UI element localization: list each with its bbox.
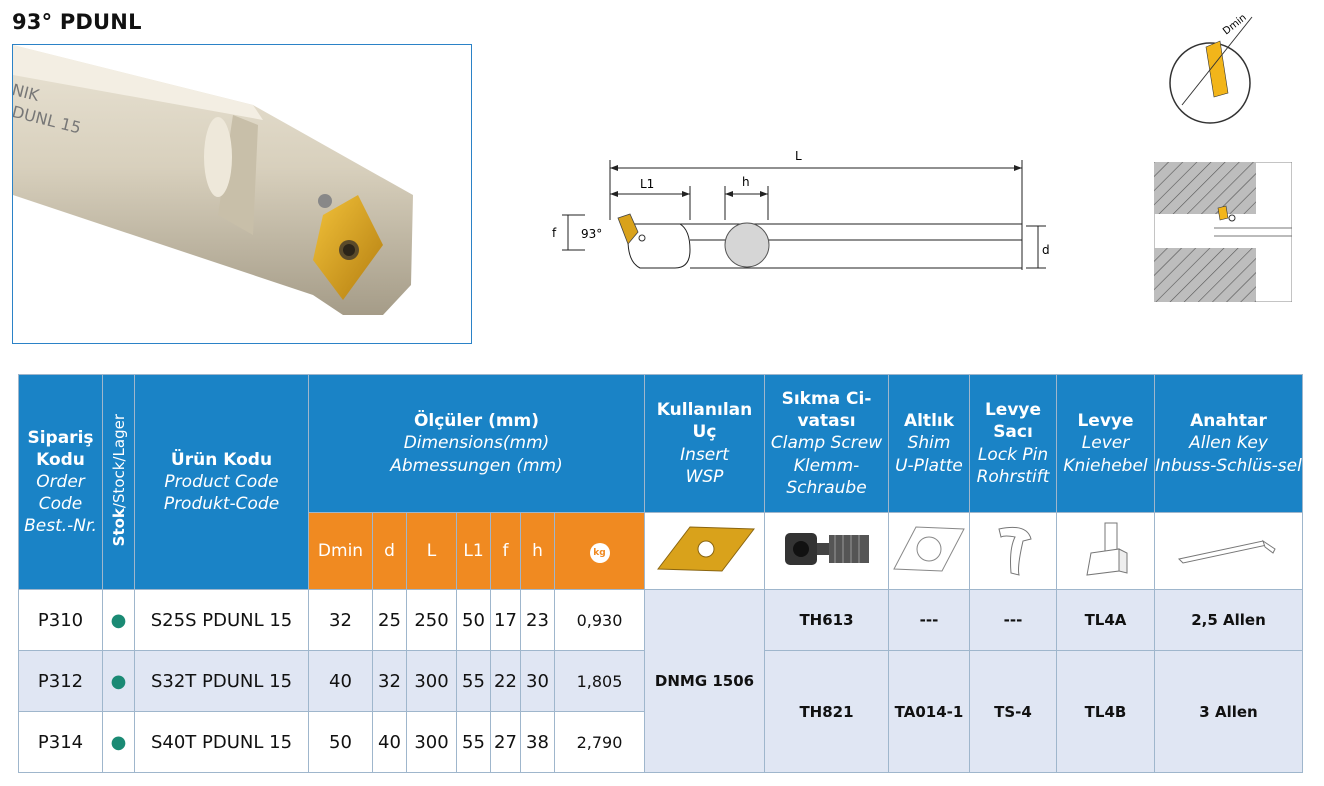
dmin-cell: 32 [308, 589, 373, 651]
f-cell: 27 [490, 711, 521, 773]
lever-image [1056, 512, 1155, 590]
f-cell: 22 [490, 650, 521, 712]
weight-icon: kg [589, 542, 610, 563]
weight-cell: 2,790 [554, 711, 645, 773]
dim-label-L1: L1 [640, 177, 654, 191]
clamp-screw-image [764, 512, 889, 590]
shim-cell: --- [888, 589, 970, 651]
allen-key-image [1154, 512, 1303, 590]
h-cell: 23 [520, 589, 555, 651]
d-cell: 25 [372, 589, 407, 651]
dmin-cell: 40 [308, 650, 373, 712]
header-insert: Kullanılan Uç Insert WSP [644, 374, 765, 513]
lever-cell: TL4A [1056, 589, 1155, 651]
dmin-label: Dmin [1221, 12, 1249, 37]
stock-indicator: ● [102, 650, 135, 712]
header-clamp-screw: Sıkma Ci-vatası Clamp Screw Klemm-Schrau… [764, 374, 889, 513]
weight-cell: 1,805 [554, 650, 645, 712]
col-L: L [406, 512, 457, 590]
d-cell: 32 [372, 650, 407, 712]
product-code-cell: S32T PDUNL 15 [134, 650, 309, 712]
order-code-cell: P310 [18, 589, 103, 651]
L1-cell: 50 [456, 589, 491, 651]
d-cell: 40 [372, 711, 407, 773]
col-weight: kg [554, 512, 645, 590]
order-code-cell: P312 [18, 650, 103, 712]
col-d: d [372, 512, 407, 590]
L-cell: 300 [406, 711, 457, 773]
spec-table: Sipariş Kodu Order Code Best.-Nr. Stok/S… [18, 374, 1303, 773]
order-code-cell: P314 [18, 711, 103, 773]
lock-pin-cell: TS-4 [969, 650, 1057, 773]
L-cell: 250 [406, 589, 457, 651]
L1-cell: 55 [456, 711, 491, 773]
angle-label: 93° [581, 227, 602, 241]
dmin-diagram: Dmin [1160, 5, 1270, 130]
header-lock-pin: Levye Sacı Lock Pin Rohrstift [969, 374, 1057, 513]
h-cell: 30 [520, 650, 555, 712]
lock-pin-image [969, 512, 1057, 590]
dim-label-h: h [742, 175, 750, 189]
header-allen-key: Anahtar Allen Key Inbuss-Schlüs-sel [1154, 374, 1303, 513]
header-shim: Altlık Shim U-Platte [888, 374, 970, 513]
page-title: 93° PDUNL [12, 10, 142, 34]
lock-pin-cell: --- [969, 589, 1057, 651]
allen-key-cell: 2,5 Allen [1154, 589, 1303, 651]
stock-indicator: ● [102, 589, 135, 651]
table-row: P310 ● S25S PDUNL 15 32 25 250 50 17 23 … [18, 589, 1303, 773]
table-row: P314 ● S40T PDUNL 15 50 40 300 55 27 38 … [18, 711, 1303, 773]
dim-label-L: L [795, 149, 802, 163]
clamp-screw-cell: TH613 [764, 589, 889, 651]
clamp-screw-cell: TH821 [764, 650, 889, 773]
col-h: h [520, 512, 555, 590]
L-cell: 300 [406, 650, 457, 712]
dmin-cell: 50 [308, 711, 373, 773]
insert-value-cell: DNMG 1506 [644, 589, 765, 773]
col-L1: L1 [456, 512, 491, 590]
product-code-cell: S40T PDUNL 15 [134, 711, 309, 773]
table-row: P312 ● S32T PDUNL 15 40 32 300 55 22 30 … [18, 650, 1303, 773]
header-dimensions: Ölçüler (mm) Dimensions(mm) Abmessungen … [308, 374, 645, 513]
f-cell: 17 [490, 589, 521, 651]
shim-image [888, 512, 970, 590]
L1-cell: 55 [456, 650, 491, 712]
dim-label-f: f [552, 226, 557, 240]
product-code-cell: S25S PDUNL 15 [134, 589, 309, 651]
product-photo: NIK DUNL 15 [12, 44, 472, 344]
header-lever: Levye Lever Kniehebel [1056, 374, 1155, 513]
h-cell: 38 [520, 711, 555, 773]
dim-label-d: d [1042, 243, 1050, 257]
stock-indicator: ● [102, 711, 135, 773]
allen-key-cell: 3 Allen [1154, 650, 1303, 773]
tool-holder-image: NIK DUNL 15 [13, 45, 413, 315]
col-Dmin: Dmin [308, 512, 373, 590]
header-order-code: Sipariş Kodu Order Code Best.-Nr. [18, 374, 103, 590]
col-f: f [490, 512, 521, 590]
insert-image [644, 512, 765, 590]
shim-cell: TA014-1 [888, 650, 970, 773]
technical-drawing: L L1 h f 93° d [550, 140, 1050, 280]
weight-cell: 0,930 [554, 589, 645, 651]
header-stock: Stok/Stock/Lager [102, 374, 135, 590]
header-product-code: Ürün Kodu Product Code Produkt-Code [134, 374, 309, 590]
lever-cell: TL4B [1056, 650, 1155, 773]
bore-section-diagram [1153, 161, 1293, 303]
